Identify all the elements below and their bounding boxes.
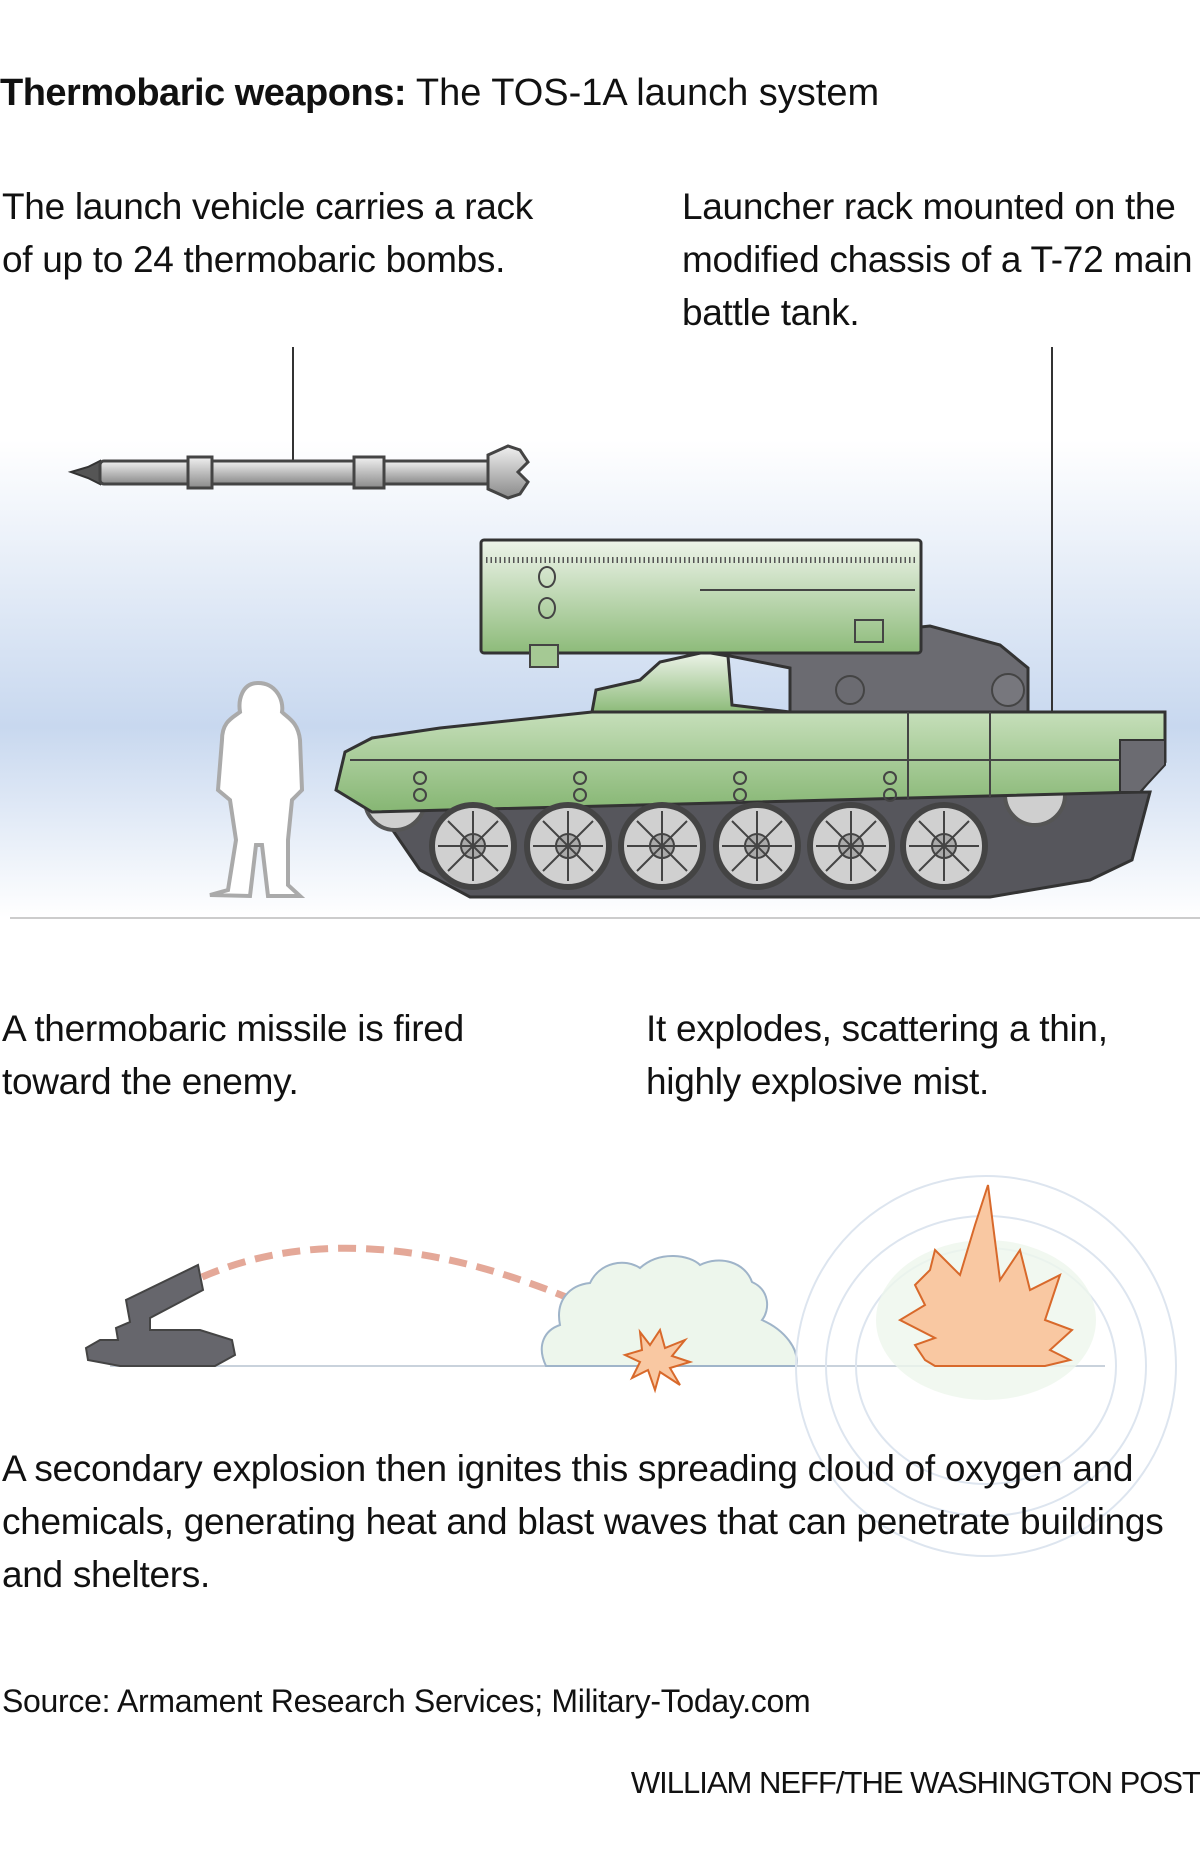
annotation-launch-vehicle: The launch vehicle carries a rack of up … xyxy=(2,186,533,280)
mist-cloud xyxy=(540,1255,798,1367)
thermobaric-rocket xyxy=(67,444,530,500)
hull xyxy=(334,710,1167,814)
step-secondary-explosion: A secondary explosion then ignites this … xyxy=(2,1448,1164,1595)
secondary-explosion-fireball xyxy=(897,1184,1074,1367)
launcher-rack xyxy=(479,538,923,668)
annotation-launcher-rack: Launcher rack mounted on the modified ch… xyxy=(682,186,1193,333)
road-wheels xyxy=(429,802,988,890)
initial-explosion xyxy=(622,1327,694,1394)
mini-launcher-silhouette xyxy=(84,1263,237,1367)
step-missile-fired: A thermobaric missile is fired toward th… xyxy=(2,1008,464,1102)
page-title: Thermobaric weapons: The TOS-1A launch s… xyxy=(0,72,879,115)
credit-line: William Neff/The Washington Post xyxy=(630,1765,1200,1800)
title-bold: Thermobaric weapons: xyxy=(0,72,406,114)
step-explodes: It explodes, scattering a thin, highly e… xyxy=(646,1008,1108,1102)
tos-1a-vehicle xyxy=(334,538,1167,899)
title-rest: The TOS-1A launch system xyxy=(405,72,880,114)
soldier-silhouette-for-scale xyxy=(209,680,306,899)
source-note: Source: Armament Research Services; Mili… xyxy=(2,1683,811,1719)
